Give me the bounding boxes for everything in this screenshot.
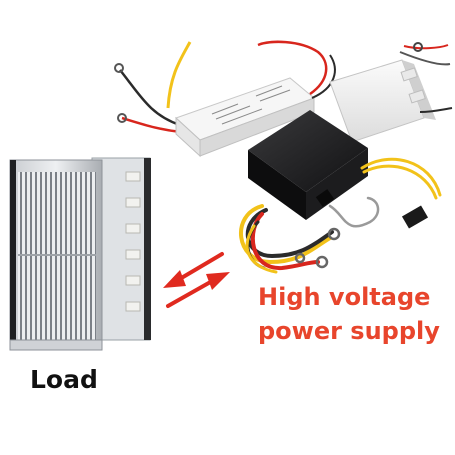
power-supply-label: High voltage power supply — [258, 280, 440, 348]
power-supply-label-line1: High voltage — [258, 283, 431, 311]
white-adapter — [114, 40, 336, 158]
double-arrow-icon — [163, 252, 230, 308]
white-controller — [329, 42, 453, 143]
power-supply-label-line2: power supply — [258, 317, 440, 345]
black-hv-box — [248, 110, 368, 220]
load-label: Load — [30, 365, 98, 394]
output-wires — [238, 157, 442, 274]
load-module — [9, 157, 151, 351]
